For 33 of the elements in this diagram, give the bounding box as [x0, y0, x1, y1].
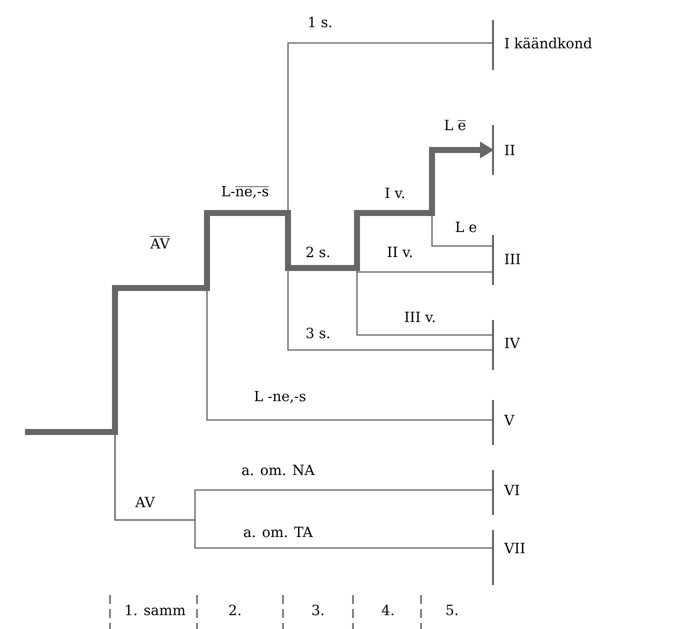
branch-label: L e — [456, 222, 476, 232]
step-label: 5. — [446, 604, 458, 616]
branch-line — [287, 42, 494, 213]
class-label: IV — [504, 338, 520, 348]
branch-line — [206, 288, 494, 421]
branch-label: 3 s. — [306, 328, 330, 338]
branch-label: AV — [135, 496, 155, 508]
class-label: III — [504, 254, 520, 264]
branch-label: L -ne,-s — [254, 390, 306, 404]
step-label: 4. — [382, 604, 394, 616]
class-label: VI — [504, 484, 520, 496]
class-label: V — [504, 414, 515, 426]
branch-line — [356, 268, 494, 273]
branch-label: II v. — [388, 246, 412, 258]
class-label: II — [504, 144, 514, 156]
branch-label: $\text{L }\overline{\text{e}}$ — [444, 120, 466, 130]
step-label: 3. — [312, 604, 324, 616]
branch-label: a. om. NA — [242, 464, 315, 476]
branch-label: $\overline{\text{AV}}$ — [150, 236, 170, 249]
branch-label: 1 s. — [309, 16, 332, 28]
step-label: 2. — [229, 604, 240, 616]
class-label: VII — [504, 542, 525, 554]
step-label: 1. samm — [126, 604, 186, 616]
class-label: I käändkond — [504, 38, 592, 48]
branch-line — [114, 432, 494, 549]
branch-label: $\text{L-}\overline{\text{ne,-s}}$ — [222, 186, 269, 198]
branch-label: III v. — [404, 312, 435, 322]
branch-label: a. om. TA — [244, 526, 313, 538]
branch-label: I v. — [385, 188, 404, 198]
branch-line — [431, 213, 494, 247]
branch-line — [356, 272, 494, 336]
branch-line — [287, 268, 494, 351]
branch-label: 2 s. — [306, 246, 330, 258]
